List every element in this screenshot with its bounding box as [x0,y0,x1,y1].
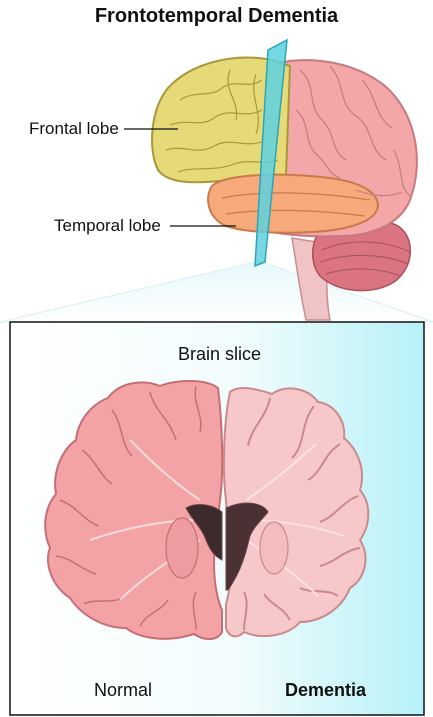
temporal-lobe [208,175,378,233]
temporal-lobe-label: Temporal lobe [54,216,161,236]
basal-ganglia-right [260,522,288,574]
basal-ganglia-left [166,518,198,578]
brain-slice-label: Brain slice [178,344,261,365]
normal-label: Normal [94,680,152,701]
coronal-slice [45,381,368,639]
dementia-label: Dementia [285,680,366,701]
frontal-lobe-label: Frontal lobe [29,119,119,139]
